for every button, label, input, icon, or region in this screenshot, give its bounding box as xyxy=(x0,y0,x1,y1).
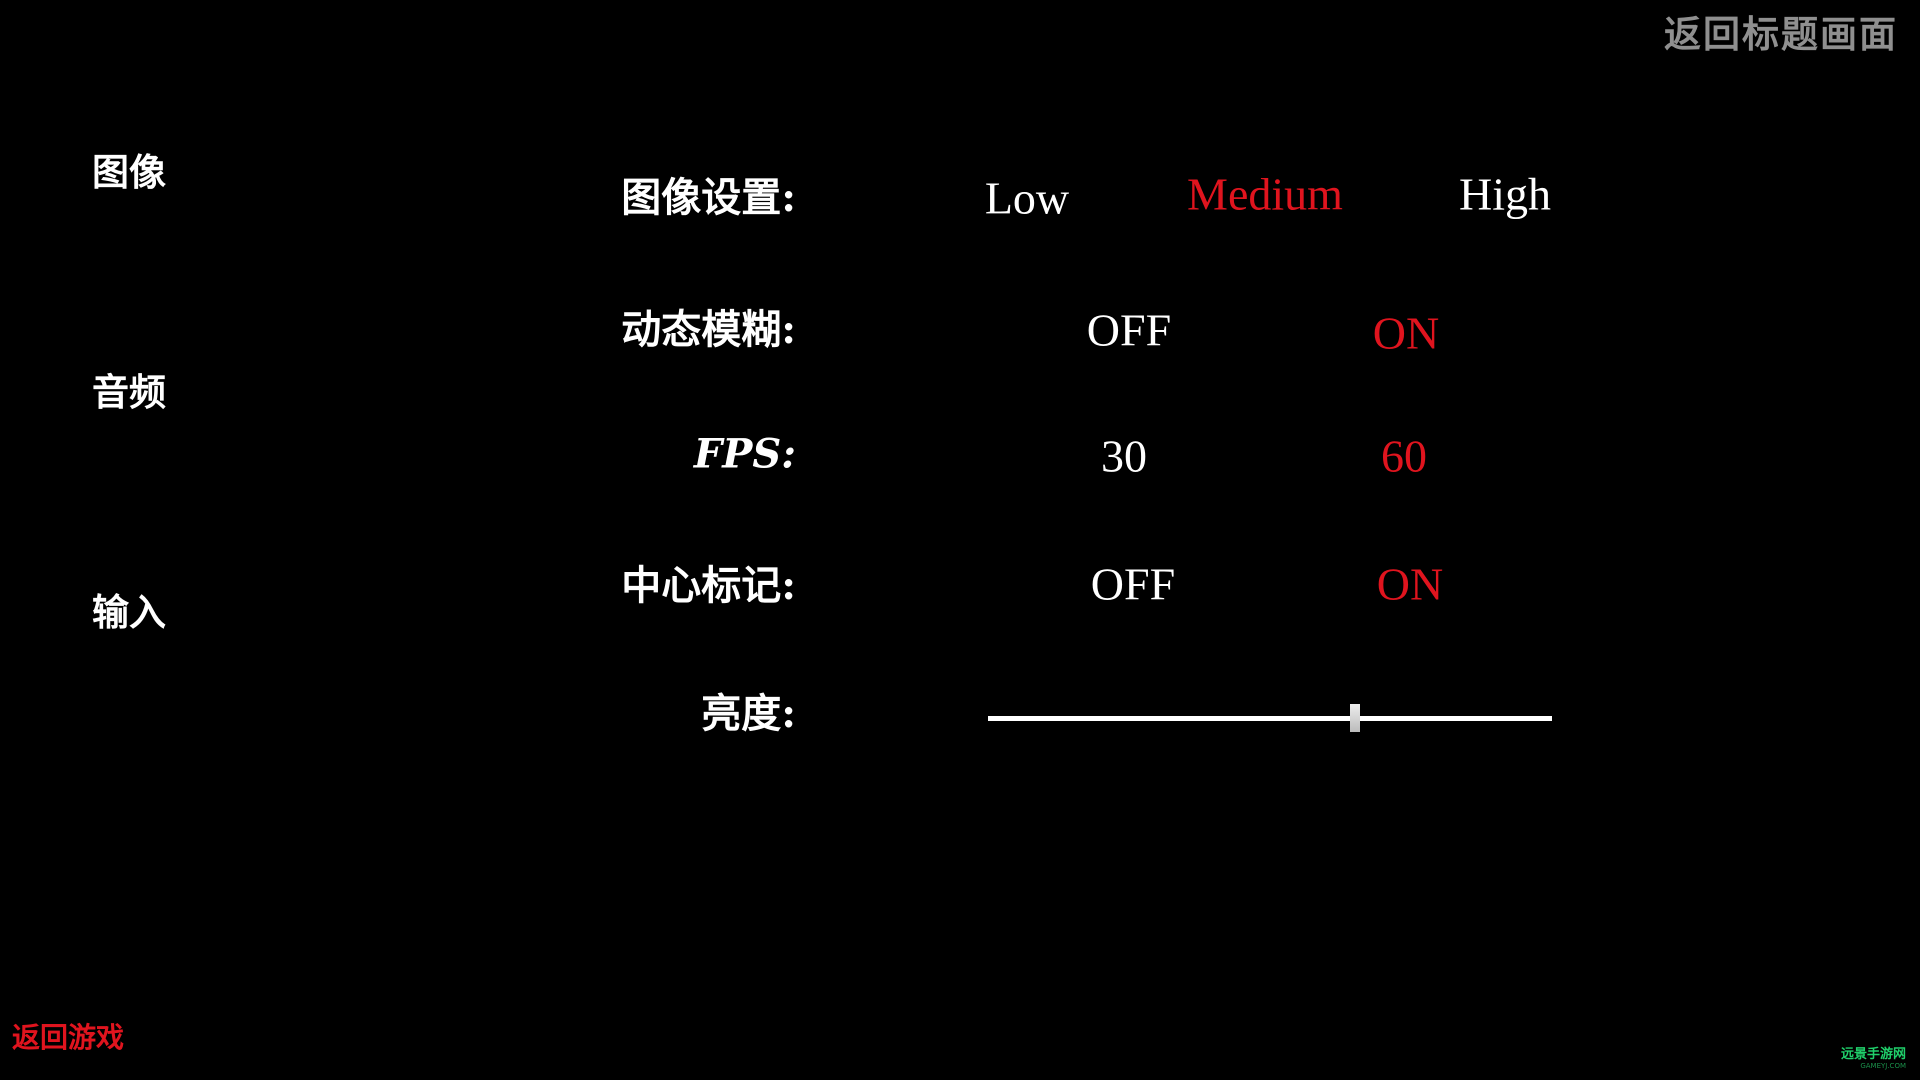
crosshair-option-off[interactable]: OFF xyxy=(1090,558,1176,610)
motion-blur-option-off[interactable]: OFF xyxy=(1086,304,1172,356)
brightness-label: 亮度: xyxy=(701,690,796,737)
slider-thumb[interactable] xyxy=(1349,704,1360,732)
watermark-logo: 远景手游网 GAMEYJ.COM xyxy=(1841,1043,1906,1070)
sidebar-item-audio[interactable]: 音频 xyxy=(92,370,166,414)
back-to-game-button[interactable]: 返回游戏 xyxy=(12,1021,125,1054)
brightness-slider[interactable] xyxy=(988,704,1552,742)
crosshair-label: 中心标记: xyxy=(621,562,796,609)
watermark-name: 远景手游网 xyxy=(1840,1047,1906,1062)
graphics-option-high[interactable]: High xyxy=(1459,168,1551,220)
sidebar-item-input[interactable]: 输入 xyxy=(92,590,166,634)
motion-blur-option-on[interactable]: ON xyxy=(1372,307,1440,359)
crosshair-option-on[interactable]: ON xyxy=(1376,558,1444,610)
sidebar-item-graphics[interactable]: 图像 xyxy=(92,150,166,194)
graphics-option-medium[interactable]: Medium xyxy=(1187,168,1343,220)
graphics-label: 图像设置: xyxy=(621,174,796,221)
graphics-option-low[interactable]: Low xyxy=(984,172,1070,224)
fps-option-60[interactable]: 60 xyxy=(1381,430,1427,482)
slider-track[interactable] xyxy=(988,716,1552,721)
fps-option-30[interactable]: 30 xyxy=(1101,430,1147,482)
back-to-title-button[interactable]: 返回标题画面 xyxy=(1664,12,1898,56)
watermark-url: GAMEYJ.COM xyxy=(1860,1062,1906,1070)
motion-blur-label: 动态模糊: xyxy=(621,306,796,353)
fps-label: FPS: xyxy=(693,430,796,478)
